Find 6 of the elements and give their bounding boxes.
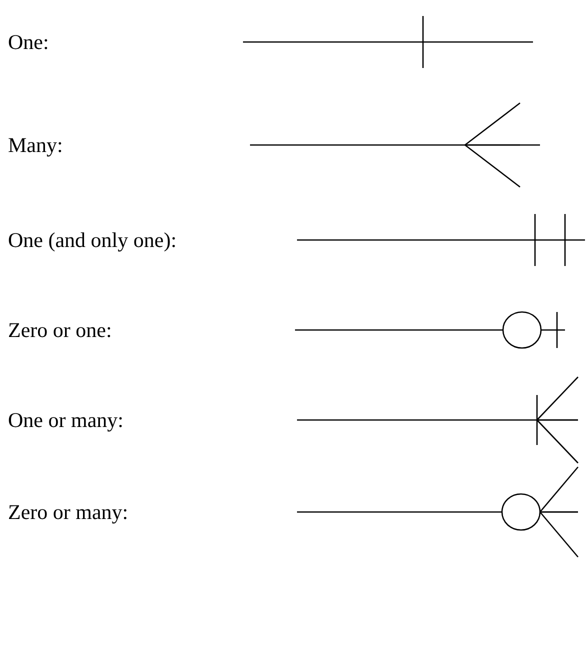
legend-label: One: bbox=[8, 30, 49, 54]
legend-label: Zero or many: bbox=[8, 500, 128, 524]
legend-label: Zero or one: bbox=[8, 318, 112, 342]
legend-label: One or many: bbox=[8, 408, 124, 432]
legend-label: One (and only one): bbox=[8, 228, 177, 252]
legend-label: Many: bbox=[8, 133, 63, 157]
